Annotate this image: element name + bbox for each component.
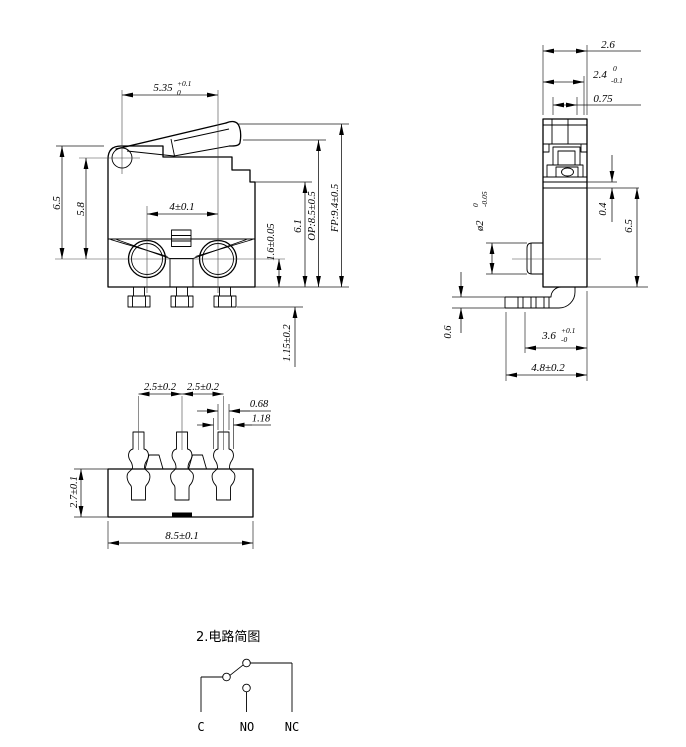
- dim-base-thickness: 2.7±0.1: [69, 476, 80, 508]
- dim-pin-length: 4.8±0.2: [531, 362, 565, 374]
- svg-text:ø2: ø2: [475, 220, 486, 232]
- bent-terminal-pin: [504, 286, 576, 309]
- dim-total-height: 6.5: [51, 196, 63, 210]
- dim-hinge-height: 5.8: [75, 202, 87, 216]
- dim-boss-diameter: ø2 0 -0.05: [471, 191, 489, 232]
- terminal-pins-bottom: [126, 431, 236, 501]
- dim-pitch-right: 2.5±0.2: [187, 382, 220, 393]
- dim-base-width: 8.5±0.1: [165, 530, 199, 542]
- dim-pin-bend-tol-up: +0.1: [561, 326, 575, 335]
- terminal-label-no: NO: [240, 720, 254, 734]
- dim-center-bottom: 1.6±0.05: [266, 223, 277, 260]
- side-body-outline: [542, 118, 588, 288]
- dim-lever-width-tol-up: +0.1: [177, 79, 191, 88]
- dim-step: 0.4: [598, 202, 609, 216]
- terminal-pins-front: [127, 286, 237, 308]
- dim-pin-bend-tol-dn: -0: [561, 335, 567, 344]
- contact-nc: [242, 658, 251, 668]
- terminal-label-c: C: [197, 720, 204, 734]
- dim-width-upper: 2.4: [593, 69, 607, 81]
- dim-pin-width: 0.68: [250, 399, 269, 410]
- dim-lever-width: 5.35: [153, 82, 173, 94]
- base-outline: [107, 468, 254, 518]
- contact-common: [222, 672, 231, 682]
- dim-lever-width-tol-dn: 0: [177, 88, 181, 97]
- dim-pin-bend: 3.6: [541, 330, 556, 342]
- plunger-button: [171, 229, 192, 247]
- dim-width-upper-tol-dn: -0.1: [611, 76, 623, 85]
- center-funnel: [110, 239, 253, 287]
- bottom-extension-lines: [74, 404, 271, 549]
- dim-pin-barb: 1.18: [252, 414, 271, 425]
- circuit-heading: 2.电路简图: [196, 629, 260, 645]
- circuit-lines: [200, 658, 293, 712]
- side-dimension-lines: [458, 48, 640, 378]
- svg-text:-0.05: -0.05: [480, 191, 489, 207]
- terminal-label-nc: NC: [285, 720, 299, 734]
- dim-operating-position: OP:8.5±0.5: [307, 191, 318, 241]
- dim-free-position: FP:9.4±0.5: [330, 184, 341, 233]
- dim-width-top: 2.6: [601, 39, 615, 51]
- dim-plunger-width: 0.75: [593, 93, 613, 105]
- dim-side-case-height: 6.5: [623, 219, 635, 233]
- bottom-view: 2.5±0.2 2.5±0.2 0.68 1.18 2.7±0.1 8.5±0.…: [69, 382, 271, 549]
- dim-hole-pitch: 4±0.1: [169, 201, 194, 213]
- dim-case-height: 6.1: [292, 219, 304, 233]
- side-plunger-assembly: [542, 143, 588, 178]
- contact-no: [242, 683, 251, 693]
- bottom-dimension-lines: [78, 391, 253, 546]
- side-top-block: [543, 119, 587, 145]
- side-view: 2.6 2.4 0 -0.1 0.75 0.4 6.5 ø2 0 -0.05 0…: [443, 39, 648, 381]
- lever-arm: [115, 120, 242, 157]
- side-boss: [526, 242, 543, 275]
- svg-text:0: 0: [471, 203, 480, 207]
- dim-width-upper-tol-up: 0: [613, 64, 617, 73]
- front-view: 5.35 +0.1 0 6.5 5.8 4±0.1 1.6±0.05 6.1 O…: [51, 79, 349, 367]
- dim-pin-thickness: 0.6: [443, 325, 454, 339]
- switch-case-outline: [107, 145, 256, 288]
- dim-pin-protrusion: 1.15±0.2: [282, 324, 293, 362]
- dim-pitch-left: 2.5±0.2: [144, 382, 177, 393]
- base-center-mark: [172, 512, 192, 517]
- front-dimension-lines: [59, 92, 344, 367]
- circuit-diagram: 2.电路简图 C NO NC: [196, 629, 299, 734]
